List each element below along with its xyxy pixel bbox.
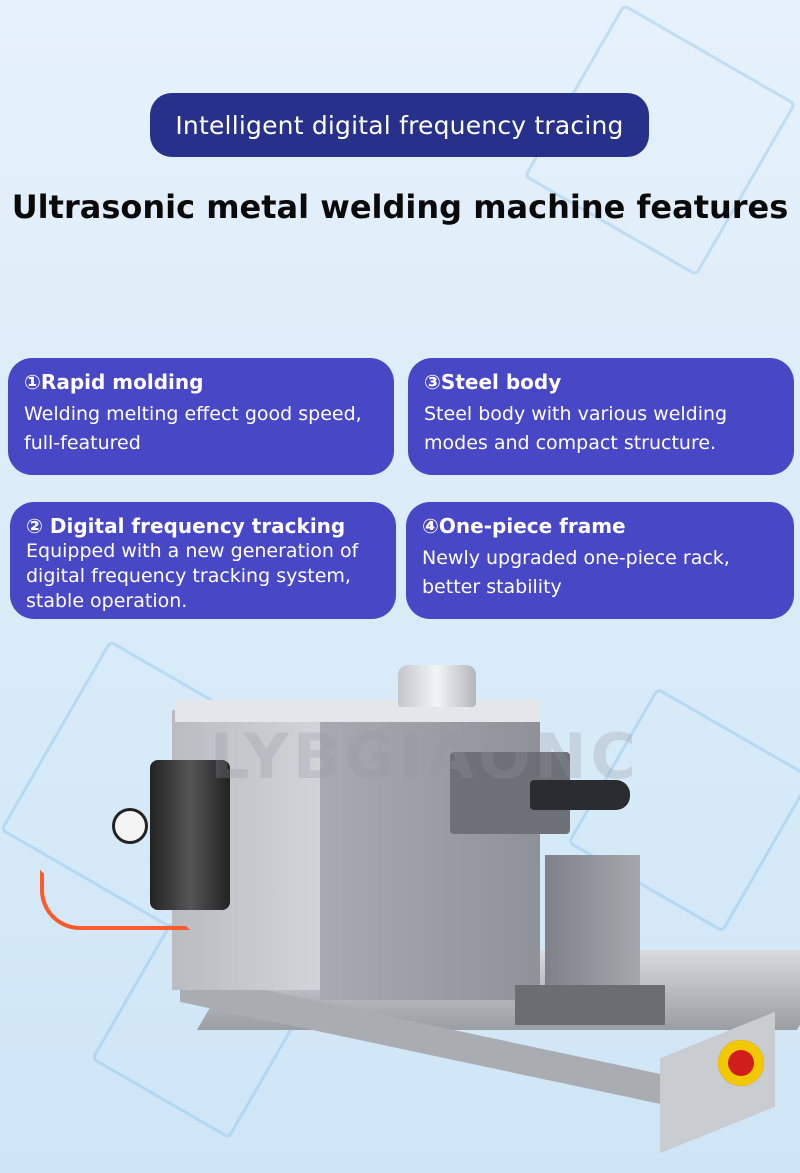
feature-title: ③Steel body [424,370,562,394]
transducer-cap [398,665,476,707]
machine-base-side [660,1011,775,1154]
feature-text: Newly upgraded one-piece rack, better st… [422,547,730,598]
page-title: Ultrasonic metal welding machine feature… [11,188,789,226]
feature-card-digital-frequency: ② Digital frequency tracking Equipped wi… [10,502,396,619]
feature-text: Steel body with various welding modes an… [424,403,728,454]
feature-title: ①Rapid molding [24,370,204,394]
machine-cabinet-top [175,700,540,722]
feature-text: Welding melting effect good speed, full-… [24,403,362,454]
header-badge: Intelligent digital frequency tracing [150,93,649,157]
air-hose [40,870,190,930]
feature-card-one-piece-frame: ④One-piece frame Newly upgraded one-piec… [406,502,794,619]
anvil-plate [515,985,665,1025]
watermark: LYBGIAONC [210,720,641,793]
pressure-gauge [112,808,148,844]
emergency-stop [718,1040,764,1086]
feature-card-steel-body: ③Steel body Steel body with various weld… [408,358,794,475]
feature-title: ④One-piece frame [422,514,626,538]
anvil-stand [545,855,640,995]
feature-text: Equipped with a new generation of digita… [26,540,359,612]
feature-card-rapid-molding: ①Rapid molding Welding melting effect go… [8,358,394,475]
welding-horn [530,780,630,810]
feature-title: ② Digital frequency tracking [26,514,346,538]
